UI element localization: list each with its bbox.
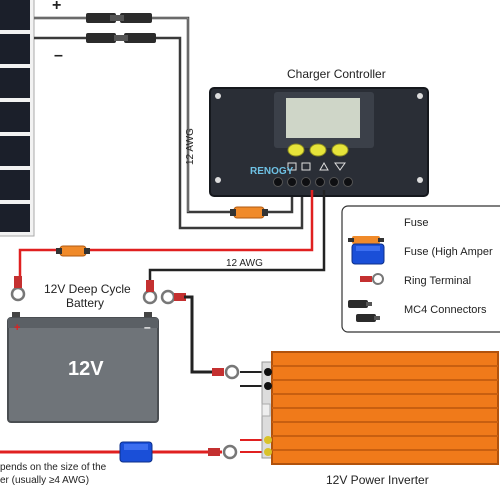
battery-title-line1: 12V Deep Cycle <box>44 282 131 296</box>
battery-minus-sign: – <box>144 320 151 334</box>
load-symbol-icon <box>334 162 346 171</box>
battery-fuse-top <box>56 245 90 257</box>
mc4-connector-icon <box>348 300 380 322</box>
solar-panel <box>0 0 35 237</box>
panel-symbol-icon <box>287 162 297 171</box>
power-inverter <box>261 351 499 465</box>
controller-title: Charger Controller <box>287 67 386 81</box>
ring-terminal-battery-negative <box>142 280 158 305</box>
battery-wires-top <box>18 190 326 290</box>
mc4-connector-pair-top <box>86 13 152 23</box>
ring-terminal-icon <box>360 273 384 285</box>
controller-lcd-screen <box>286 98 360 138</box>
legend-label-fuse: Fuse <box>404 217 428 229</box>
legend-label-high-amp-fuse: Fuse (High Amper <box>404 246 493 258</box>
wire-gauge-vertical-label: 12 AWG <box>185 128 196 165</box>
wire-gauge-horizontal-label: 12 AWG <box>226 258 263 269</box>
legend-label-ring-terminal: Ring Terminal <box>404 275 471 287</box>
legend-label-mc4-connectors: MC4 Connectors <box>404 304 487 316</box>
mc4-connector-pair-bottom <box>86 33 156 43</box>
wire-size-note-line2: er (usually ≥4 AWG) <box>0 475 89 486</box>
inverter-label: 12V Power Inverter <box>326 473 429 487</box>
high-amp-fuse-icon <box>351 243 385 265</box>
ring-terminal-inverter-negative <box>212 364 240 380</box>
ring-terminal-inverter-cable <box>160 289 186 305</box>
wire-size-note-line1: pends on the size of the <box>0 462 107 473</box>
controller-button-3 <box>331 143 349 157</box>
fuse-icon <box>348 236 384 244</box>
battery-plus-sign: + <box>14 322 20 334</box>
controller-brand: RENOGY <box>250 166 294 177</box>
panel-minus-sign: – <box>54 47 63 64</box>
controller-button-2 <box>309 143 327 157</box>
warning-symbol-icon <box>319 161 329 171</box>
panel-fuse <box>230 206 268 219</box>
ring-terminal-inverter-positive <box>208 444 238 460</box>
high-amp-fuse <box>119 441 153 463</box>
battery <box>7 312 159 423</box>
battery-voltage-label: 12V <box>68 358 104 380</box>
charge-controller <box>209 87 429 197</box>
battery-title-line2: Battery <box>66 296 104 310</box>
battery-symbol-icon <box>301 162 311 171</box>
legend-box <box>341 205 500 333</box>
controller-button-1 <box>287 143 305 157</box>
panel-plus-sign: + <box>52 0 61 14</box>
ring-terminal-battery-positive <box>10 276 26 302</box>
